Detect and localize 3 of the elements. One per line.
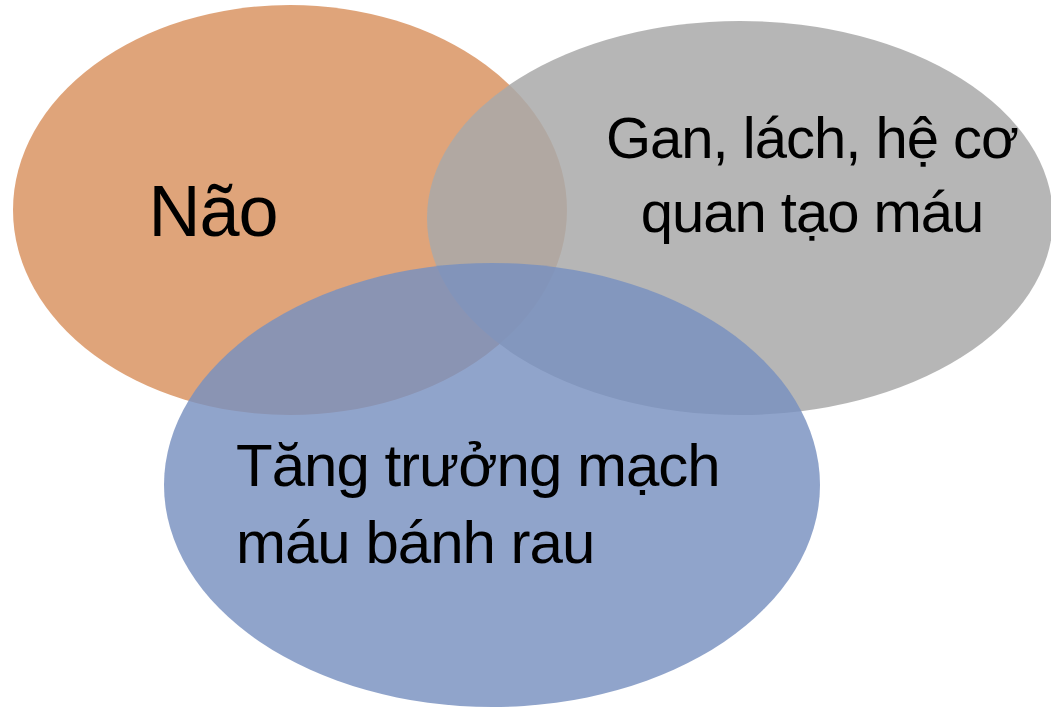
venn-label: Não bbox=[147, 170, 279, 253]
venn-label: Gan, lách, hệ cơ quan tạo máu bbox=[604, 104, 1020, 247]
venn-label: Tăng trưởng mạch máu bánh rau bbox=[236, 431, 721, 578]
